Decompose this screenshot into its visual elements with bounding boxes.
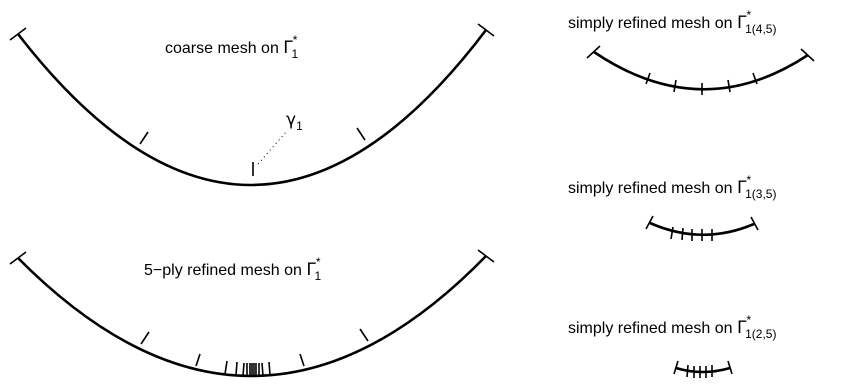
refined-mesh-2-5-panel: simply refined mesh on Γ*1(2,5)	[568, 313, 776, 378]
five-ply-mesh-node	[140, 331, 150, 345]
coarse-mesh-endpoint-right	[477, 23, 495, 37]
refined-mesh-3-5-endpoint-right	[750, 216, 759, 231]
refined-mesh-4-5-curve	[593, 50, 809, 91]
five-ply-mesh-node	[195, 353, 201, 367]
refined-mesh-4-5-node	[673, 79, 677, 93]
refined-mesh-4-5-endpoint-left	[586, 45, 601, 59]
five-ply-mesh-panel: 5−ply refined mesh on Γ*1	[9, 249, 495, 378]
five-ply-mesh-node	[359, 328, 369, 342]
coarse-mesh-node	[356, 127, 366, 141]
refined-mesh-4-5-node	[727, 79, 731, 93]
five-ply-mesh-node	[235, 361, 238, 376]
refined-mesh-4-5-label: simply refined mesh on Γ*1(4,5)	[568, 8, 776, 36]
coarse-mesh-label: coarse mesh on Γ*1	[165, 33, 298, 61]
gamma1-label: γ1	[286, 110, 303, 133]
five-ply-mesh-endpoint-right	[477, 249, 495, 263]
refined-mesh-3-5-node	[670, 226, 674, 240]
refined-mesh-4-5-node	[645, 72, 651, 85]
refined-mesh-3-5-label: simply refined mesh on Γ*1(3,5)	[568, 173, 776, 201]
five-ply-mesh-node	[268, 361, 271, 376]
five-ply-mesh-label: 5−ply refined mesh on Γ*1	[144, 255, 321, 283]
refined-mesh-4-5-panel: simply refined mesh on Γ*1(4,5)	[568, 8, 815, 95]
refined-mesh-2-5-node	[686, 364, 689, 378]
five-ply-mesh-endpoint-left	[9, 251, 27, 265]
gamma1-pointer	[257, 130, 288, 165]
refined-mesh-2-5-endpoint-right	[727, 360, 733, 375]
five-ply-mesh-node	[299, 353, 305, 367]
refined-mesh-3-5-endpoint-left	[645, 215, 654, 230]
coarse-mesh-node	[139, 131, 149, 145]
five-ply-mesh-node	[242, 362, 245, 377]
refined-mesh-4-5-endpoint-right	[800, 48, 815, 62]
refined-mesh-3-5-panel: simply refined mesh on Γ*1(3,5)	[568, 173, 776, 241]
coarse-mesh-endpoint-left	[9, 27, 27, 41]
five-ply-mesh-node	[224, 360, 228, 375]
refined-mesh-3-5-node	[681, 227, 684, 241]
refined-mesh-4-5-node	[752, 72, 758, 85]
five-ply-mesh-node	[261, 362, 264, 377]
refined-mesh-2-5-endpoint-left	[673, 360, 679, 375]
coarse-mesh-curve	[16, 29, 488, 187]
refined-mesh-2-5-curve	[675, 366, 731, 374]
coarse-mesh-panel: γ1 coarse mesh on Γ*1	[9, 23, 495, 187]
refined-mesh-2-5-label: simply refined mesh on Γ*1(2,5)	[568, 313, 776, 341]
